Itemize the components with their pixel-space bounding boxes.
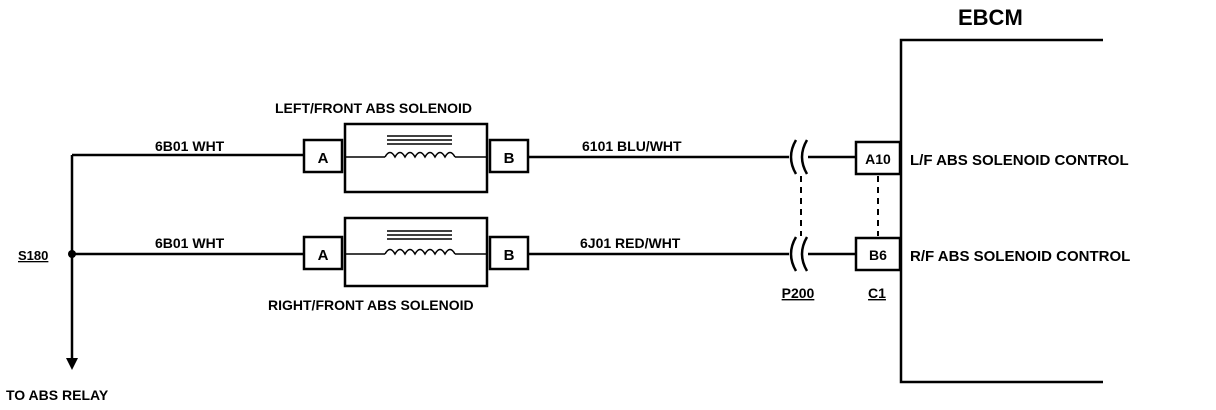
arrow-down-icon bbox=[66, 358, 78, 370]
ebcm-outline bbox=[899, 38, 1103, 384]
relay-label: TO ABS RELAY bbox=[6, 387, 109, 403]
left-pin-b bbox=[488, 138, 530, 174]
pin-a10-function: L/F ABS SOLENOID CONTROL bbox=[910, 152, 1129, 169]
left-pin-b-label: B bbox=[504, 150, 515, 167]
splice-label: S180 bbox=[18, 248, 48, 263]
pin-b6-function: R/F ABS SOLENOID CONTROL bbox=[910, 248, 1130, 265]
module-connector-c1: A10 B6 C1 L/F ABS SOLENOID CONTROL R/F A… bbox=[854, 140, 1130, 301]
right-pin-a-label: A bbox=[318, 247, 329, 264]
left-pin-a bbox=[302, 138, 344, 174]
inline-connector-p200: P200 bbox=[782, 139, 856, 301]
left-pin-a-label: A bbox=[318, 150, 329, 167]
splice-s180: S180 TO ABS RELAY bbox=[6, 153, 305, 403]
pin-a10-label: A10 bbox=[865, 151, 891, 167]
ebcm-module: EBCM bbox=[899, 5, 1103, 384]
pin-a10 bbox=[854, 140, 902, 176]
ebcm-title: EBCM bbox=[958, 5, 1023, 30]
left-front-solenoid: LEFT/FRONT ABS SOLENOID 6B01 WHT A B 610… bbox=[155, 100, 789, 194]
pin-b6-label: B6 bbox=[869, 247, 887, 263]
right-pin-a bbox=[302, 235, 344, 271]
right-pin-b bbox=[488, 235, 530, 271]
right-input-wire-label: 6B01 WHT bbox=[155, 235, 225, 251]
pin-b6 bbox=[854, 236, 902, 272]
splice-dot bbox=[68, 250, 76, 258]
right-output-wire-label: 6J01 RED/WHT bbox=[580, 235, 681, 251]
coil-icon bbox=[384, 151, 456, 159]
left-solenoid-body bbox=[343, 122, 489, 194]
right-front-solenoid: 6B01 WHT A B RIGHT/FRONT ABS SOLENOID 6J… bbox=[155, 216, 789, 313]
left-solenoid-name: LEFT/FRONT ABS SOLENOID bbox=[275, 100, 472, 116]
c1-label: C1 bbox=[868, 285, 886, 301]
connector-icon bbox=[800, 236, 809, 272]
right-solenoid-name: RIGHT/FRONT ABS SOLENOID bbox=[268, 297, 474, 313]
left-input-wire-label: 6B01 WHT bbox=[155, 138, 225, 154]
right-pin-b-label: B bbox=[504, 247, 515, 264]
connector-icon bbox=[789, 139, 798, 175]
coil-icon bbox=[384, 248, 456, 256]
p200-label: P200 bbox=[782, 285, 815, 301]
left-output-wire-label: 6101 BLU/WHT bbox=[582, 138, 682, 154]
connector-icon bbox=[800, 139, 809, 175]
connector-icon bbox=[789, 236, 798, 272]
